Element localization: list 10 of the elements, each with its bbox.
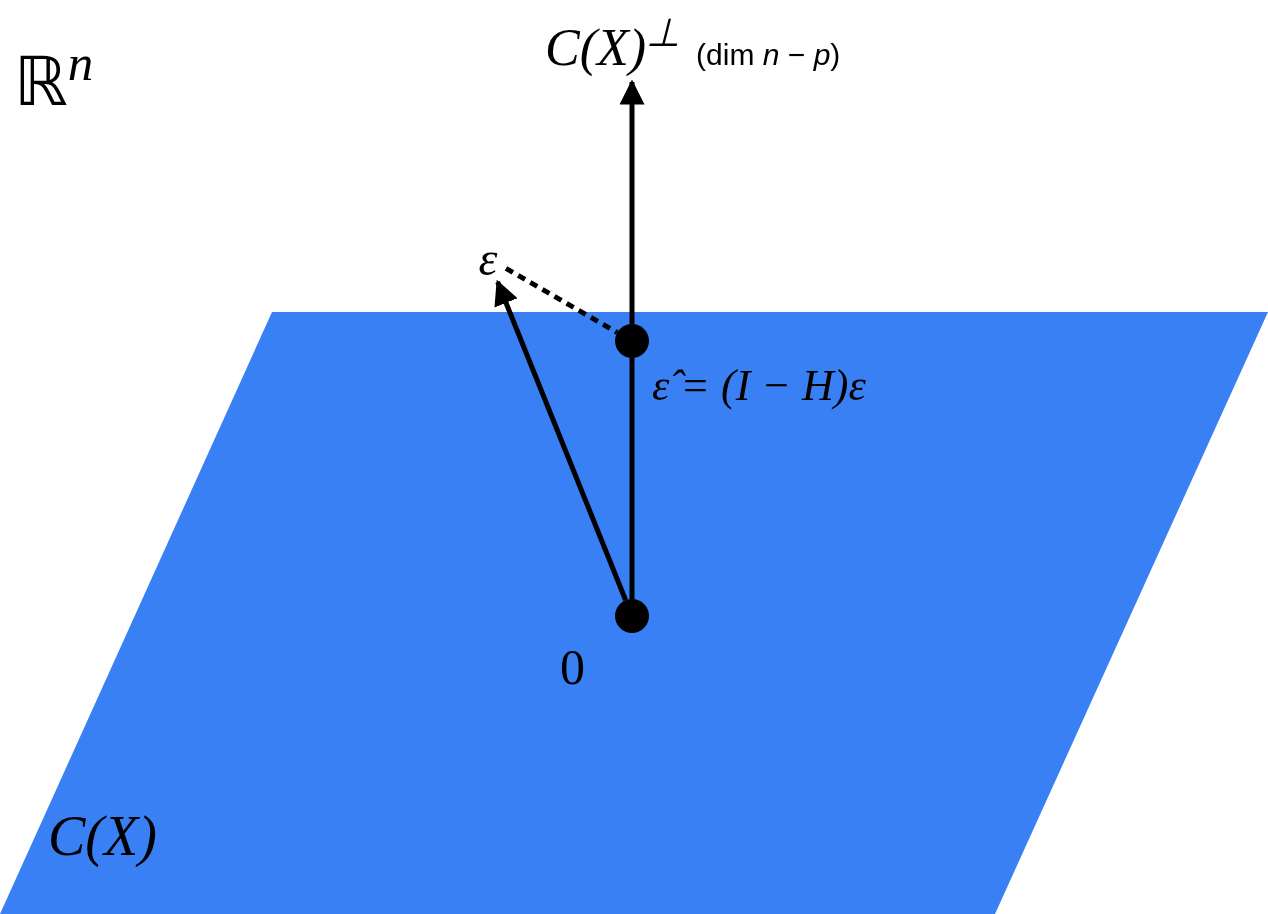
space-label: ℝ$^{n}$: [14, 48, 94, 116]
point-label: ε̂ = (I − H)ε: [652, 364, 866, 408]
line: [629, 358, 635, 599]
point-label: 0: [560, 642, 585, 692]
vector-label: ε: [478, 235, 498, 283]
dashed-line: [504, 266, 619, 335]
arrow: [619, 79, 645, 324]
plane: [0, 312, 1268, 914]
dimension-note: (dim n − p): [696, 40, 841, 70]
arrow: [494, 279, 628, 602]
